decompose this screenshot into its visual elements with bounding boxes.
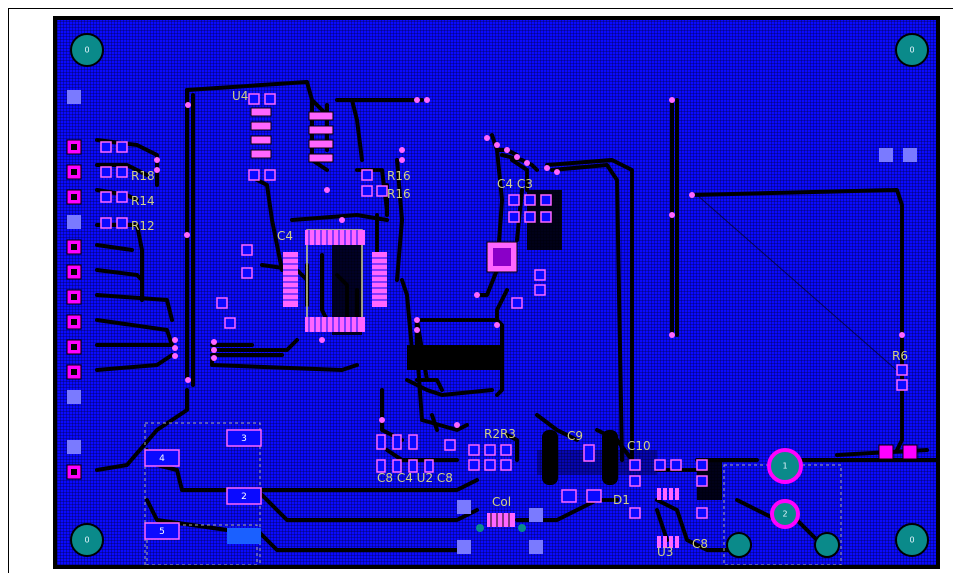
terminal-pad-2[interactable]: 2 [770, 499, 800, 529]
svg-text:4: 4 [159, 454, 165, 464]
label-c4: C4 [277, 229, 293, 243]
ic-u1-tqfp[interactable] [283, 229, 387, 332]
label-r6: R6 [892, 349, 908, 363]
label-c8: C8 [692, 537, 708, 551]
module-pad-3[interactable]: 3 [226, 429, 262, 447]
label-c9: C9 [567, 429, 583, 443]
module-pad-2[interactable]: 2 [226, 487, 262, 505]
label-u4: U4 [232, 89, 248, 103]
label-r12: R12 [131, 219, 155, 233]
silkscreen-labels: R18 R14 R12 R16 R16 C4 C3 C4 R6 R2R3 C8 … [131, 89, 908, 559]
ic-qfn-center[interactable] [486, 241, 518, 273]
mount-hole-bl[interactable]: 0 [70, 523, 104, 557]
label-c10: C10 [627, 439, 651, 453]
svg-text:0: 0 [909, 46, 914, 55]
pcb-layout-canvas: 0 0 0 0 1 2 3 4 [66, 33, 936, 565]
mount-hole-tl[interactable]: 0 [70, 33, 104, 67]
label-r2r3: R2R3 [484, 427, 516, 441]
frame-border-top [8, 8, 953, 9]
usb-connector[interactable] [476, 513, 526, 532]
traces [95, 80, 936, 552]
header-pads-left[interactable] [66, 139, 82, 480]
pcb-board[interactable]: 0 0 0 0 1 2 3 4 [53, 16, 940, 569]
svg-text:2: 2 [241, 492, 247, 502]
svg-text:0: 0 [909, 536, 914, 545]
frame-border-left [8, 8, 9, 573]
smd-pads[interactable] [216, 93, 908, 519]
thermal-via-grid [67, 90, 917, 554]
ic-u4-soic[interactable] [250, 107, 334, 163]
mount-hole-tr[interactable]: 0 [895, 33, 929, 67]
mount-hole-br[interactable]: 0 [895, 523, 929, 557]
module-pad-4[interactable]: 4 [144, 449, 180, 467]
svg-text:3: 3 [241, 434, 247, 444]
vias [154, 97, 905, 428]
label-d1: D1 [613, 493, 630, 507]
terminal-pad-1[interactable]: 1 [767, 448, 803, 484]
svg-text:5: 5 [159, 527, 165, 537]
terminal-hole-b[interactable] [814, 532, 840, 558]
coil-l1[interactable] [657, 488, 679, 548]
label-u3: U3 [657, 545, 673, 559]
svg-text:0: 0 [84, 46, 89, 55]
right-pads[interactable] [878, 444, 918, 460]
label-c4-c3: C4 C3 [497, 177, 533, 191]
label-caps: C8 C4 U2 C8 [377, 471, 453, 485]
module-pad-5[interactable]: 5 [144, 522, 180, 540]
svg-text:2: 2 [782, 510, 787, 519]
tall-capacitors[interactable] [542, 430, 618, 485]
terminal-hole-a[interactable] [726, 532, 752, 558]
terminal-outline [723, 464, 842, 565]
resistor-array-left[interactable] [100, 141, 128, 229]
svg-text:1: 1 [782, 462, 787, 471]
module-pad-ground[interactable] [227, 528, 261, 544]
label-r16b: R16 [387, 187, 411, 201]
svg-text:0: 0 [84, 536, 89, 545]
label-r14: R14 [131, 194, 155, 208]
label-col: Col [492, 495, 511, 509]
label-r16a: R16 [387, 169, 411, 183]
label-r18: R18 [131, 169, 155, 183]
ratsnest-line [696, 194, 903, 376]
